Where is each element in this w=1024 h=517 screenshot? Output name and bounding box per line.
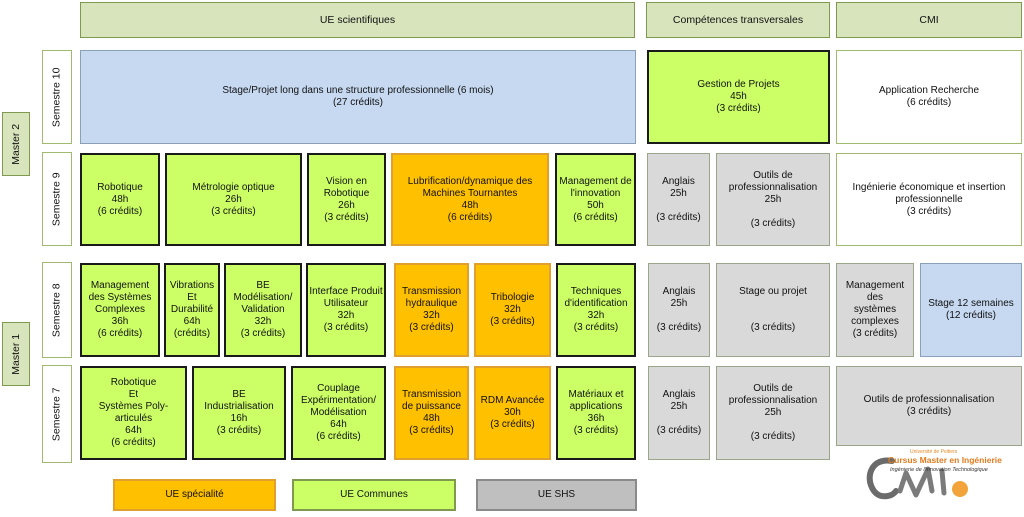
logo-university: Université de Poitiers [910,449,958,455]
label-semestre-7: Semestre 7 [42,365,72,463]
course-vision-robotique: Vision en Robotique 26h (3 crédits) [307,153,386,246]
label-semestre-10: Semestre 10 [42,50,72,144]
header-ue-scientifiques: UE scientifiques [80,2,635,38]
course-tribologie: Tribologie 32h (3 crédits) [474,263,551,357]
cmi-logo: Université de Poitiers Cursus Master en … [862,447,1012,509]
course-be-modelisation: BE Modélisation/ Validation 32h (3 crédi… [224,263,302,357]
course-robotique-poly-articules: Robotique Et Systèmes Poly- articulés 64… [80,366,187,460]
course-stage-ou-projet: Stage ou projet (3 crédits) [716,263,830,357]
course-stage-projet-long: Stage/Projet long dans une structure pro… [80,50,636,144]
course-vibrations-durabilite: Vibrations Et Durabilité 64h (crédits) [164,263,220,357]
label-semestre-9: Semestre 9 [42,152,72,246]
header-cmi: CMI [836,2,1022,38]
course-outils-professionnalisation-s9: Outils de professionnalisation 25h (3 cr… [716,153,830,246]
logo-title: Cursus Master en Ingénierie [888,455,1002,465]
course-management-systemes-complexes: Management des Systèmes Complexes 36h (6… [80,263,160,357]
course-couplage: Couplage Expérimentation/ Modélisation 6… [291,366,386,460]
course-interface-produit: Interface Produit Utilisateur 32h (3 cré… [306,263,386,357]
course-management-innovation: Management de l'innovation 50h (6 crédit… [555,153,636,246]
course-transmission-puissance: Transmission de puissance 48h (3 crédits… [394,366,469,460]
course-rdm-avancee: RDM Avancée 30h (3 crédits) [474,366,551,460]
course-metrologie-optique: Métrologie optique 26h (3 crédits) [165,153,302,246]
course-anglais-s9: Anglais 25h (3 crédits) [647,153,710,246]
cmi-logo-mark [866,457,968,500]
course-robotique: Robotique 48h (6 crédits) [80,153,160,246]
logo-subtitle: Ingénierie de l'innovation Technologique [890,467,988,473]
course-application-recherche: Application Recherche (6 crédits) [836,50,1022,144]
course-anglais-s8: Anglais 25h (3 crédits) [648,263,710,357]
course-stage-12-semaines: Stage 12 semaines (12 crédits) [920,263,1022,357]
label-master-2: Master 2 [2,112,30,176]
legend-ue-shs: UE SHS [476,479,637,511]
course-ingenierie-economique: Ingénierie économique et insertion profe… [836,153,1022,246]
course-anglais-s7: Anglais 25h (3 crédits) [648,366,710,460]
label-master-1: Master 1 [2,322,30,386]
course-materiaux-applications: Matériaux et applications 36h (3 crédits… [556,366,636,460]
course-techniques-identification: Techniques d'identification 32h (3 crédi… [556,263,636,357]
course-outils-professionnalisation-s7: Outils de professionnalisation 25h (3 cr… [716,366,830,460]
course-management-cmi: Management des systèmes complexes (3 cré… [836,263,914,357]
header-competences-transversales: Compétences transversales [646,2,830,38]
label-semestre-8: Semestre 8 [42,262,72,358]
legend-ue-communes: UE Communes [292,479,456,511]
course-lubrification: Lubrification/dynamique des Machines Tou… [391,153,549,246]
legend-ue-specialite: UE spécialité [113,479,276,511]
course-gestion-de-projets: Gestion de Projets 45h (3 crédits) [647,50,830,144]
course-transmission-hydraulique: Transmission hydraulique 32h (3 crédits) [394,263,469,357]
course-be-industrialisation: BE Industrialisation 16h (3 crédits) [192,366,286,460]
course-outils-professionnalisation-cmi: Outils de professionnalisation (3 crédit… [836,366,1022,446]
